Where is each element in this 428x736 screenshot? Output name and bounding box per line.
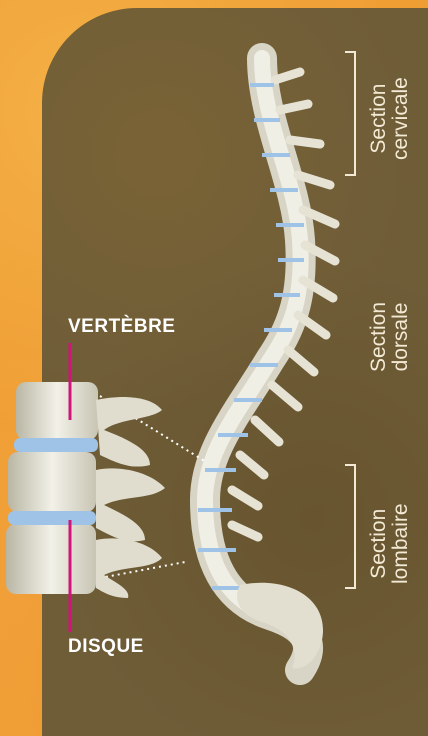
zoomed-vertebrae xyxy=(6,382,165,598)
section-brackets xyxy=(345,52,355,588)
vertebra-label: VERTÈBRE xyxy=(68,316,175,338)
section-label-line1: Section xyxy=(368,77,390,160)
section-label-line2: lombaire xyxy=(390,503,412,584)
section-label-cervical: Section cervicale xyxy=(368,77,412,160)
section-label-line2: cervicale xyxy=(390,77,412,160)
section-label-lumbar: Section lombaire xyxy=(368,503,412,584)
section-label-line1: Section xyxy=(368,302,390,372)
section-label-dorsal: Section dorsale xyxy=(368,302,412,372)
disc-label: DISQUE xyxy=(68,636,144,658)
section-label-line2: dorsale xyxy=(390,302,412,372)
section-label-line1: Section xyxy=(368,503,390,584)
spine-column xyxy=(198,58,335,670)
